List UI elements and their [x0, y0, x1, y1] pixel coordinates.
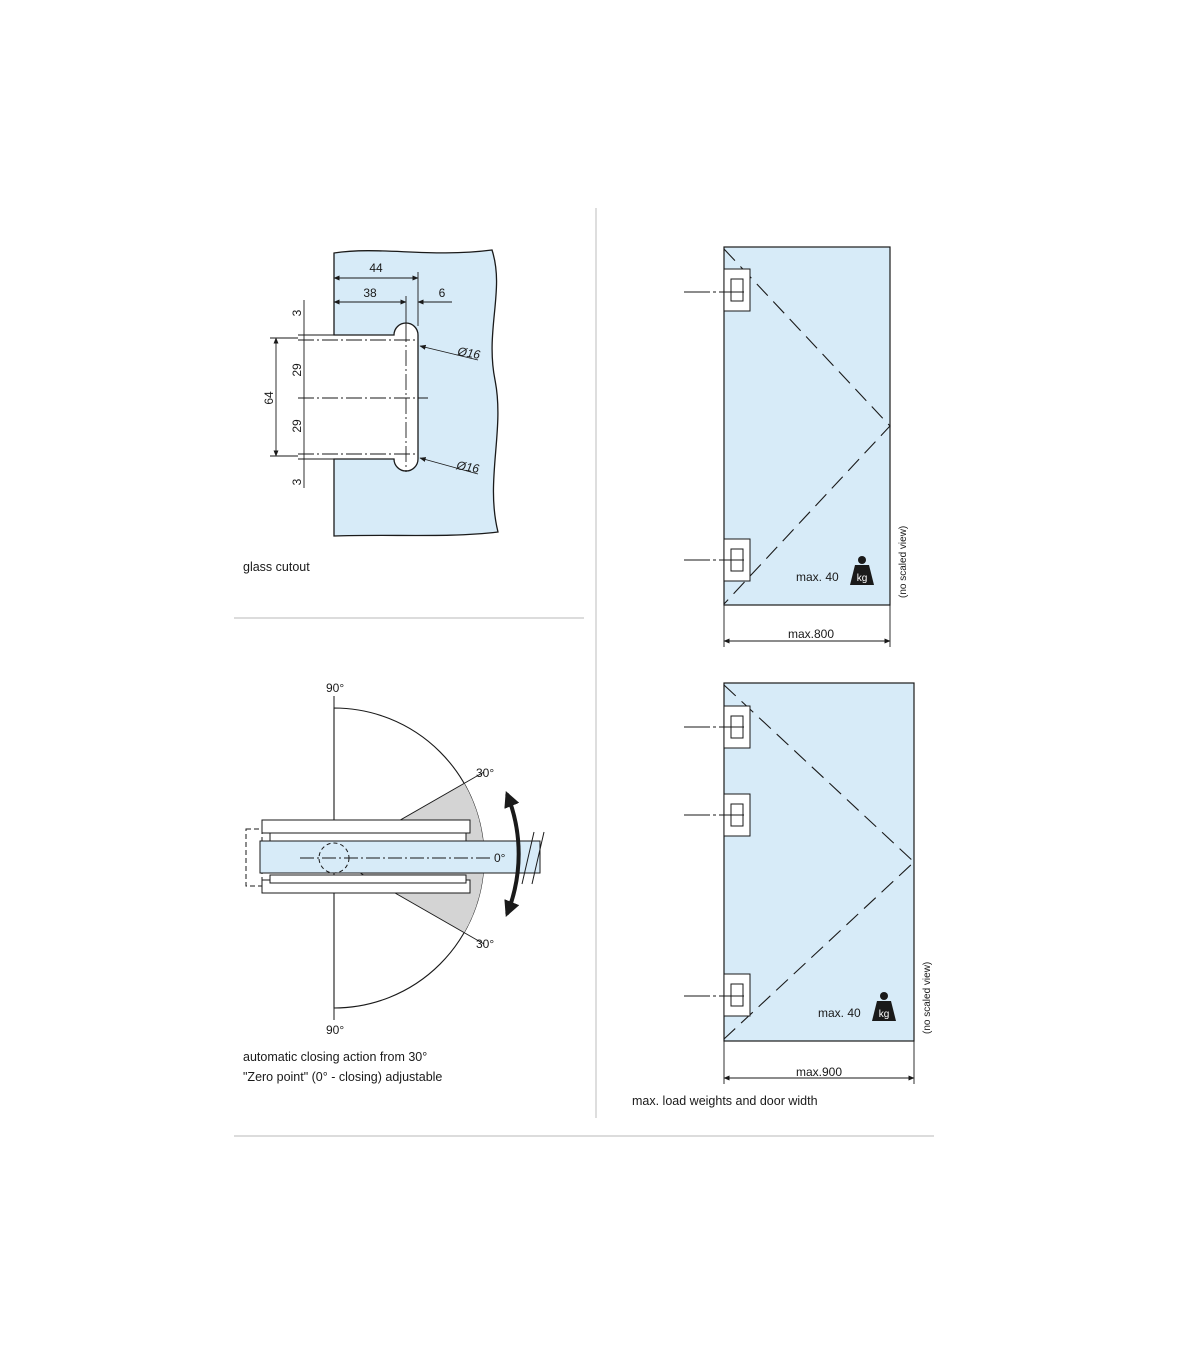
load-label: max. 40 [796, 570, 839, 584]
width-label: max.800 [788, 627, 834, 641]
weight-kg-icon: kg [850, 556, 874, 585]
rotation-arrow [504, 791, 521, 917]
rotation-diagram: 90° 30° 0° 30° 90° automatic closing act… [243, 681, 545, 1084]
door-glass [723, 682, 915, 1042]
glass-panel-cutout [333, 249, 499, 537]
rotation-caption-line2: "Zero point" (0° - closing) adjustable [243, 1070, 442, 1084]
rotation-caption-line1: automatic closing action from 30° [243, 1050, 427, 1064]
dim-44: 44 [369, 261, 383, 275]
dim-29-top: 29 [290, 363, 304, 377]
svg-text:kg: kg [879, 1009, 890, 1020]
dim-64: 64 [262, 391, 276, 405]
angle-90-bottom: 90° [326, 1023, 344, 1037]
door-glass [723, 246, 891, 606]
door-diagram-large: max. 40 kg max.900 (no scaled view) [684, 682, 933, 1084]
dim-3-top: 3 [290, 309, 304, 316]
angle-0: 0° [494, 851, 506, 865]
hinge-icon [723, 268, 751, 312]
dim-3-bottom: 3 [290, 478, 304, 485]
dim-6: 6 [439, 286, 446, 300]
scale-note: (no scaled view) [898, 526, 909, 598]
hinge-body [245, 819, 541, 894]
angle-30-bottom: 30° [476, 937, 494, 951]
glass-cutout-caption: glass cutout [243, 560, 310, 574]
width-label: max.900 [796, 1065, 842, 1079]
glass-cutout-diagram: 44 38 6 3 29 29 3 64 Ø16 Ø16 glass cutou… [243, 249, 499, 574]
angle-30-top: 30° [476, 766, 494, 780]
door-diagram-small: max. 40 kg max.800 (no scaled view) [684, 246, 909, 647]
scale-note: (no scaled view) [922, 962, 933, 1034]
weight-kg-icon: kg [872, 992, 896, 1021]
hinge-icon [723, 973, 751, 1017]
diameter-top: Ø16 [455, 344, 481, 362]
diameter-bottom: Ø16 [454, 458, 480, 476]
door-caption: max. load weights and door width [632, 1094, 818, 1108]
svg-text:kg: kg [857, 573, 868, 584]
load-label: max. 40 [818, 1006, 861, 1020]
dim-38: 38 [363, 286, 377, 300]
dim-29-bottom: 29 [290, 419, 304, 433]
angle-90-top: 90° [326, 681, 344, 695]
